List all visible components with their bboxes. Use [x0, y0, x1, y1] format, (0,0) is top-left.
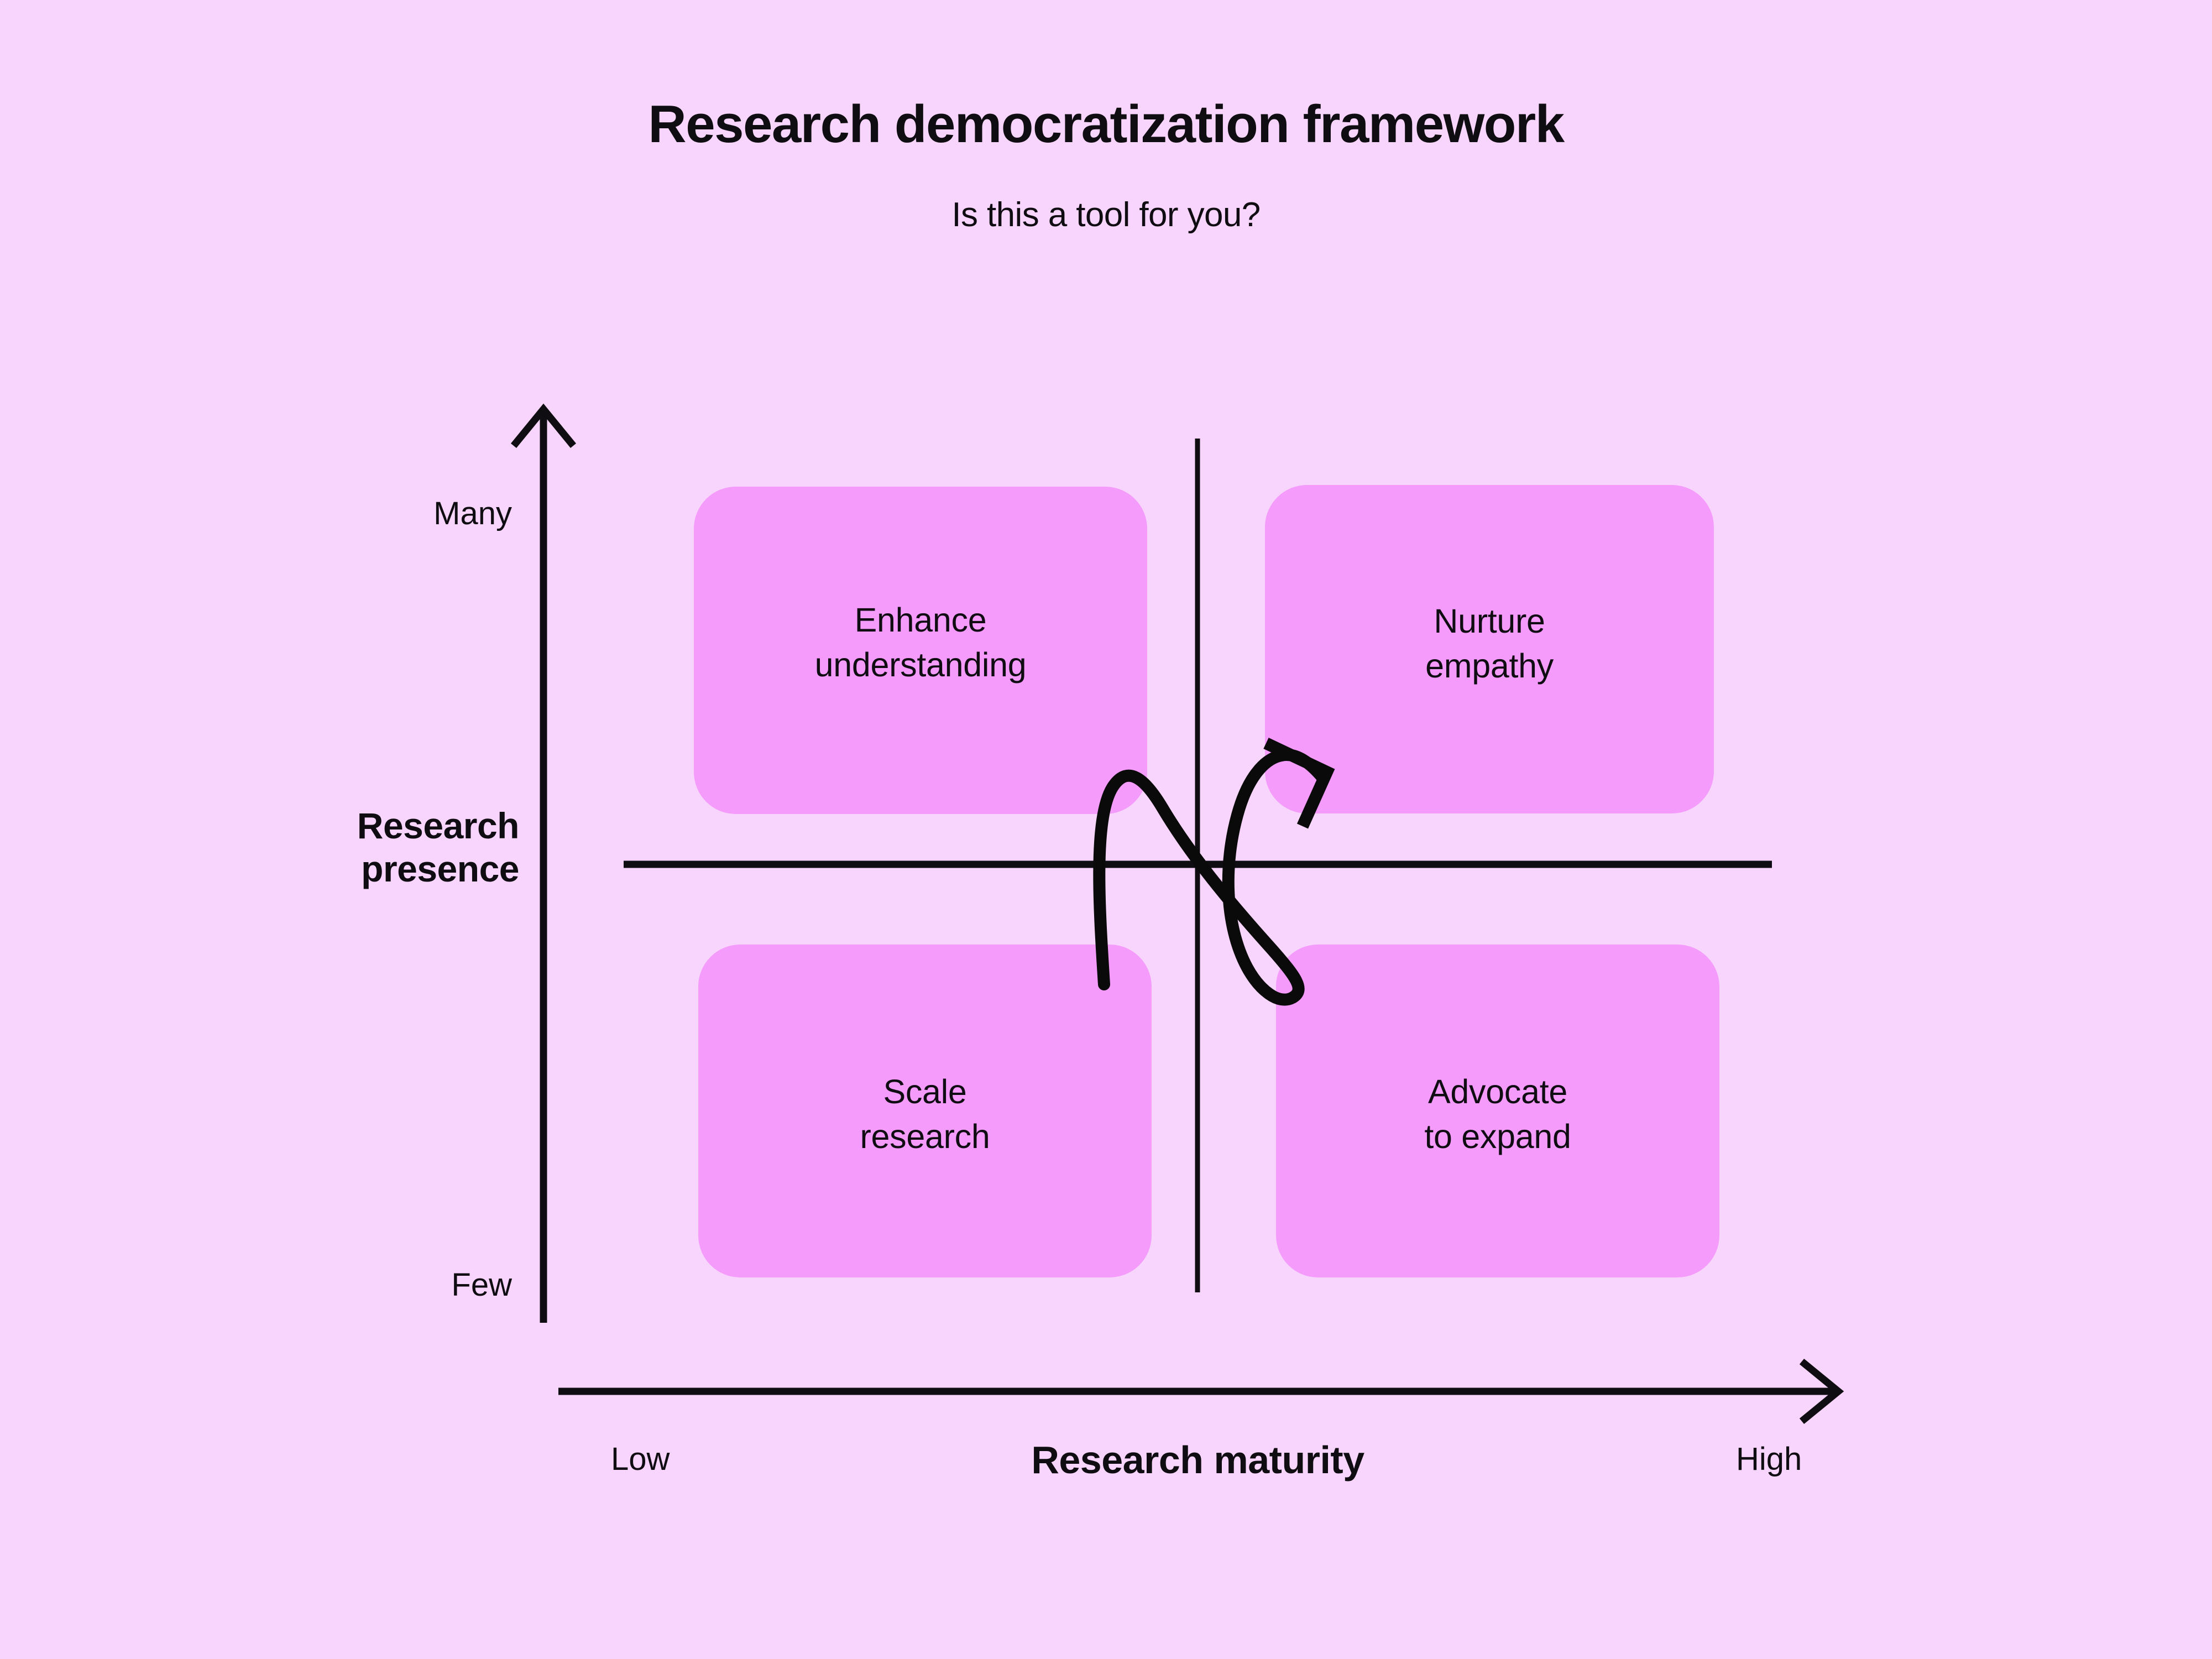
y-axis-label: Research presence [357, 805, 520, 889]
quadrant-card-label: Scale research [860, 1073, 990, 1155]
quadrant-card-nurture-empathy[interactable]: Nurture empathy [1265, 485, 1714, 813]
y-axis-arrowhead [510, 403, 577, 448]
quadrant-card-label: Advocate to expand [1424, 1073, 1571, 1155]
x-axis-arrowhead [1799, 1358, 1844, 1425]
y-axis-tick-many: Many [433, 495, 512, 531]
x-axis-tick-low: Low [611, 1441, 670, 1477]
x-axis-label: Research maturity [1031, 1438, 1364, 1481]
quadrant-card-label: Nurture empathy [1425, 602, 1554, 685]
page-title: Research democratization framework [648, 95, 1565, 154]
quadrant-card-enhance-understanding[interactable]: Enhance understanding [694, 487, 1147, 814]
x-axis-tick-high: High [1736, 1441, 1802, 1477]
quadrant-card-advocate-to-expand[interactable]: Advocate to expand [1276, 945, 1719, 1277]
quadrant-card-scale-research[interactable]: Scale research [698, 945, 1152, 1277]
y-axis-tick-few: Few [451, 1267, 512, 1303]
quadrant-card-label: Enhance understanding [814, 601, 1027, 684]
page-subtitle: Is this a tool for you? [951, 196, 1261, 234]
